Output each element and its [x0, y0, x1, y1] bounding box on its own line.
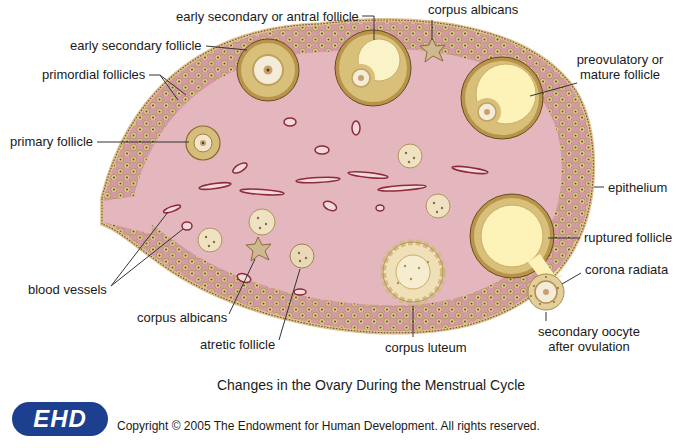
leader-line: [279, 269, 300, 340]
vessel: [284, 118, 296, 126]
leader-line: [362, 16, 374, 40]
vessel: [231, 161, 248, 175]
part-label: primordial follicles: [42, 67, 145, 82]
leader-line: [206, 46, 247, 50]
part-label: corpus luteum: [385, 340, 467, 355]
secondary-oocyte: [528, 274, 564, 310]
small-follicle: [426, 194, 450, 218]
leader-lines: [97, 16, 604, 340]
vessel: [348, 170, 388, 179]
logo-mark: EHD: [12, 402, 108, 436]
follicle-dots: [205, 152, 443, 247]
ovary-outline: [102, 20, 593, 333]
part-label: corpus albicans: [428, 2, 518, 17]
small-follicles: [198, 144, 450, 252]
part-label: epithelium: [608, 180, 667, 195]
leader-line: [530, 83, 577, 96]
vessel: [376, 205, 384, 211]
ovary: [102, 20, 593, 333]
copyright-note: Copyright © 2005 The Endowment for Human…: [117, 419, 540, 433]
part-label: preovulatory or mature follicle: [565, 52, 675, 82]
leader-line: [149, 75, 186, 100]
small-follicle: [198, 228, 222, 252]
part-label: ruptured follicle: [584, 230, 672, 245]
vessel: [199, 181, 231, 190]
leader-line: [594, 187, 604, 188]
part-label: early secondary or antral follicle: [176, 9, 359, 24]
preovulatory-follicle: [461, 57, 543, 139]
vessel: [322, 199, 338, 212]
leader-line: [97, 142, 189, 143]
part-label: early secondary follicle: [70, 38, 202, 53]
corpus-luteum: [383, 242, 443, 302]
part-label: corona radiata: [585, 262, 668, 277]
vessel: [452, 165, 488, 175]
figure-caption: Changes in the Ovary During the Menstrua…: [121, 377, 621, 394]
vessel: [182, 222, 192, 230]
early-secondary-follicle: [237, 39, 299, 101]
primary-follicle: [186, 126, 220, 160]
leader-line: [432, 20, 433, 40]
ovary-epithelium: [102, 20, 593, 333]
part-label: primary follicle: [10, 134, 93, 149]
leader-line: [229, 259, 255, 314]
small-follicle: [249, 209, 275, 235]
vessel: [315, 146, 329, 154]
vessel: [294, 289, 306, 295]
vessel: [240, 188, 284, 196]
corpus-albicans: [420, 38, 445, 62]
leader-line: [111, 212, 183, 286]
part-label: corpus albicans: [137, 310, 227, 325]
part-label: blood vessels: [28, 282, 107, 297]
part-label: secondary oocyte after ovulation: [528, 324, 650, 354]
leader-line: [548, 238, 580, 239]
atretic-follicle: [290, 244, 314, 268]
leader-line: [546, 312, 547, 321]
corpus-albicans: [246, 237, 271, 261]
antral-follicle: [335, 30, 411, 106]
vessel: [163, 204, 182, 215]
vessel: [296, 176, 340, 183]
leader-line: [413, 306, 414, 337]
leader-line: [562, 273, 581, 284]
vessel: [352, 121, 360, 135]
small-follicle: [398, 144, 422, 168]
part-label: atretic follicle: [200, 337, 275, 352]
ovary-cortex: [102, 20, 593, 333]
vessel: [378, 184, 426, 192]
